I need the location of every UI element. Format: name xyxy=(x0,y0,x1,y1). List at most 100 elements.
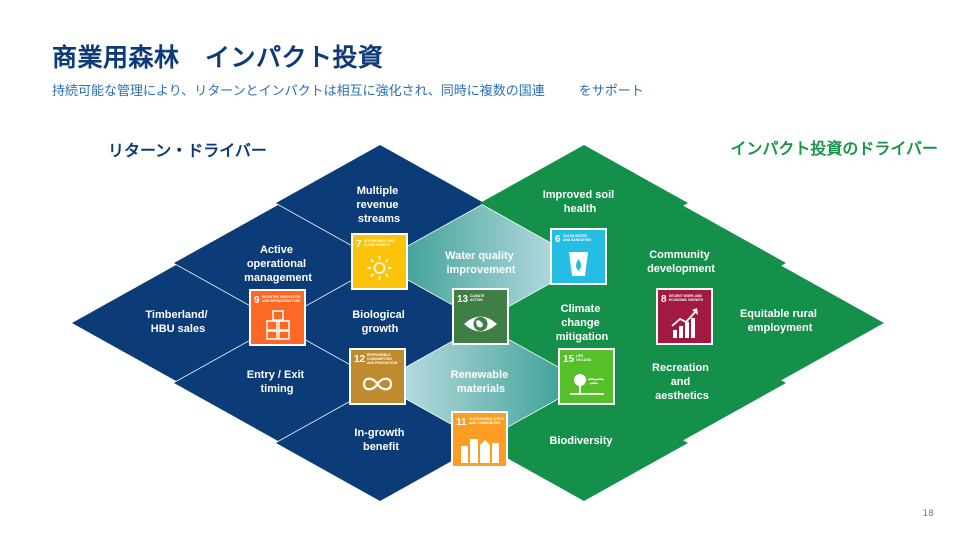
caption-line: ACTION xyxy=(470,298,483,302)
sdg-tile-sdg7: 7 AFFORDABLE AND CLEAN ENERGY xyxy=(351,233,408,290)
sdg-caption: AFFORDABLE AND CLEAN ENERGY xyxy=(364,239,396,247)
cell-biodiversity xyxy=(480,385,688,501)
label-line: Timberland/ xyxy=(145,309,207,321)
caption-line: ON LAND xyxy=(576,358,592,362)
sdg-number: 11 xyxy=(456,417,467,428)
sdg-caption: INDUSTRY, INNOVATION AND INFRASTRUCTURE xyxy=(262,295,301,303)
label-entry-exit: Entry / Exit timing xyxy=(247,369,308,395)
label-line: materials xyxy=(457,383,505,395)
sdg-number: 6 xyxy=(555,234,561,245)
label-biological-growth: Biological growth xyxy=(352,309,408,335)
label-improved-soil: Improved soil health xyxy=(543,189,618,215)
sdg-number: 13 xyxy=(457,294,469,305)
tree-icon xyxy=(570,374,605,395)
label-water-quality: Water quality improvement xyxy=(445,250,517,276)
caption-line: CONSUMPTION xyxy=(367,357,392,361)
growth-chart-icon xyxy=(671,308,698,338)
caption-line: CLEAN WATER xyxy=(563,234,588,238)
water-drop-icon xyxy=(569,252,588,276)
label-biodiversity: Biodiversity xyxy=(550,435,614,447)
sdg-tile-sdg12: 12 RESPONSIBLE CONSUMPTION AND PRODUCTIO… xyxy=(349,348,406,405)
label-line: In-growth xyxy=(354,427,404,439)
sdg-tile-sdg13: 13 CLIMATE ACTION xyxy=(452,288,509,345)
cell-renewable-materials xyxy=(378,325,586,441)
label-line: management xyxy=(244,272,312,284)
cell-biological-growth xyxy=(276,265,484,381)
label-renewable-materials: Renewable materials xyxy=(451,369,512,395)
sdg-number: 9 xyxy=(254,295,260,306)
label-equitable-employment: Equitable rural employment xyxy=(740,308,820,334)
sdg-caption: SUSTAINABLE CITIES AND COMMUNITIES xyxy=(469,417,505,425)
buildings-icon xyxy=(461,439,499,463)
label-line: revenue xyxy=(356,199,398,211)
cell-active-management xyxy=(174,205,382,321)
cell-entry-exit xyxy=(174,325,382,441)
label-line: growth xyxy=(362,323,399,335)
caption-line: SUSTAINABLE CITIES xyxy=(469,417,505,421)
label-line: Community xyxy=(649,249,710,261)
label-line: health xyxy=(564,203,597,215)
cell-timberland xyxy=(72,265,280,381)
cubes-icon xyxy=(266,310,290,340)
label-line: Recreation xyxy=(652,362,709,374)
label-line: mitigation xyxy=(556,331,609,343)
page-subtitle: 持続可能な管理により、リターンとインパクトは相互に強化され、同時に複数の国連をサ… xyxy=(52,80,644,99)
caption-line: AFFORDABLE AND xyxy=(364,239,395,243)
label-line: aesthetics xyxy=(655,390,709,402)
label-line: benefit xyxy=(363,441,399,453)
caption-line: LIFE xyxy=(576,354,584,358)
label-line: streams xyxy=(358,213,400,225)
subtitle-part-2: をサポート xyxy=(578,84,644,99)
label-community: Community development xyxy=(647,249,715,275)
label-multiple-revenue: Multiple revenue streams xyxy=(356,185,401,225)
caption-line: AND INFRASTRUCTURE xyxy=(262,299,301,303)
label-line: Entry / Exit xyxy=(247,369,305,381)
sdg-tile-sdg6: 6 CLEAN WATER AND SANITATION xyxy=(550,228,607,285)
label-recreation: Recreation and aesthetics xyxy=(652,362,712,402)
caption-line: DECENT WORK AND xyxy=(669,294,702,298)
caption-line: AND SANITATION xyxy=(563,238,591,242)
label-line: employment xyxy=(748,322,813,334)
sdg-tile-sdg9: 9 INDUSTRY, INNOVATION AND INFRASTRUCTUR… xyxy=(249,289,306,346)
label-line: improvement xyxy=(446,264,515,276)
impact-drivers-heading: インパクト投資のドライバー xyxy=(730,139,938,158)
label-in-growth: In-growth benefit xyxy=(354,427,407,453)
sdg-tile-sdg11: 11 SUSTAINABLE CITIES AND COMMUNITIES xyxy=(451,411,508,468)
cell-water-quality xyxy=(378,205,586,321)
label-line: Climate xyxy=(561,303,601,315)
caption-line: ECONOMIC GROWTH xyxy=(669,298,704,302)
sdg-number: 7 xyxy=(356,239,362,250)
label-line: change xyxy=(561,317,600,329)
cell-multiple-revenue xyxy=(276,145,484,261)
label-line: Multiple xyxy=(357,185,399,197)
caption-line: INDUSTRY, INNOVATION xyxy=(262,295,301,299)
sdg-caption: RESPONSIBLE CONSUMPTION AND PRODUCTION xyxy=(367,353,398,365)
sdg-number: 8 xyxy=(661,294,667,305)
sdg-caption: LIFE ON LAND xyxy=(576,354,592,362)
caption-line: AND PRODUCTION xyxy=(367,361,398,365)
cell-in-growth xyxy=(276,385,484,501)
label-line: operational xyxy=(247,258,306,270)
sdg-caption: CLEAN WATER AND SANITATION xyxy=(563,234,591,242)
sdg-tile-sdg15: 15 LIFE ON LAND xyxy=(558,348,615,405)
label-climate-change: Climate change mitigation xyxy=(556,303,609,343)
label-line: Improved soil xyxy=(543,189,615,201)
label-line: Active xyxy=(260,244,293,256)
label-line: and xyxy=(671,376,691,388)
sdg-number: 15 xyxy=(563,354,575,365)
caption-line: AND COMMUNITIES xyxy=(469,421,501,425)
infinity-icon xyxy=(362,377,393,391)
label-timberland: Timberland/ HBU sales xyxy=(145,309,210,335)
return-drivers-heading: リターン・ドライバー xyxy=(108,141,267,160)
page-number: 18 xyxy=(922,509,934,519)
label-line: Water quality xyxy=(445,250,515,262)
label-active-management: Active operational management xyxy=(244,244,312,284)
label-line: Renewable xyxy=(451,369,508,381)
caption-line: CLEAN ENERGY xyxy=(364,243,391,247)
sdg-caption: DECENT WORK AND ECONOMIC GROWTH xyxy=(669,294,704,302)
label-line: timing xyxy=(261,383,294,395)
caption-line: CLIMATE xyxy=(470,294,485,298)
sun-icon xyxy=(367,256,392,280)
caption-line: RESPONSIBLE xyxy=(367,353,391,357)
